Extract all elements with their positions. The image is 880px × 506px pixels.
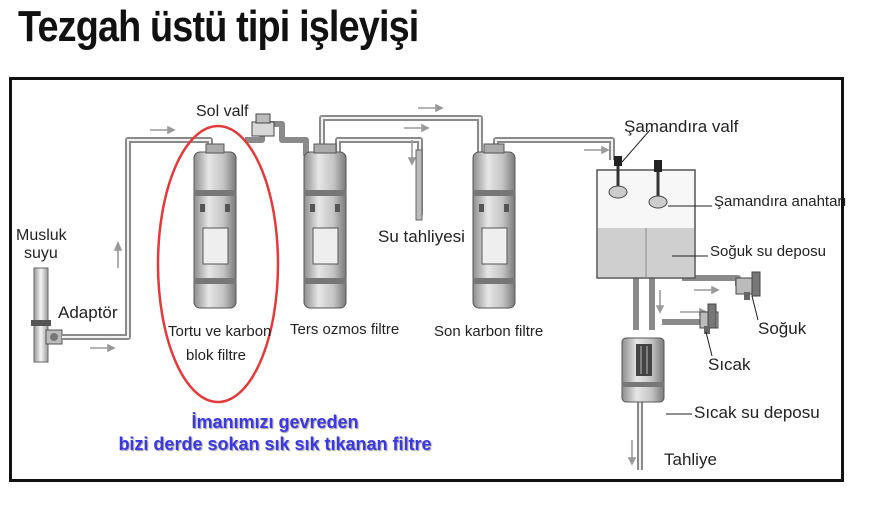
post-carbon-filter [472,143,516,309]
hot-water-tank [621,337,665,403]
filter3-label: Son karbon filtre [434,323,544,340]
leader-lines [621,129,759,415]
highlight-ellipse [156,124,280,404]
filter1-label-line2: blok filtre [186,347,247,364]
cold-tap [735,271,761,300]
adapter-label: Adaptör [58,303,118,322]
cold-water-tank [596,169,696,279]
sediment-carbon-filter [193,143,237,309]
water-drain-label: Su tahliyesi [378,227,465,246]
tap-water-label-line1: Musluk [16,227,67,244]
float-switch [648,160,668,209]
filter2-label: Ters ozmos filtre [290,321,400,338]
annotation-line2: bizi derde sokan sık sık tıkanan filtre [118,433,432,454]
page-title: Tezgah üstü tipi işleyişi [18,2,419,51]
hot-label: Sıcak [708,355,751,374]
hot-tap [699,303,719,334]
cold-label: Soğuk [758,319,807,338]
annotation-line1: İmanımızı gevreden [191,412,359,432]
float-valve [608,156,628,199]
filter1-label-line1: Tortu ve karbon [168,323,272,340]
solenoid-valve [251,113,275,137]
adapter [45,329,63,345]
tap-water-label-line2: suyu [24,245,58,262]
diagram-frame [9,77,844,482]
drain-label: Tahliye [664,450,717,469]
float-switch-label: Şamandıra anahtarı [714,193,847,210]
solenoid-valve-label: Sol valf [196,103,249,120]
tap-water-pipe [31,267,51,363]
annotation-note: İmanımızı gevreden bizi derde sokan sık … [40,412,510,455]
cold-tank-label: Soğuk su deposu [710,243,826,260]
float-valve-label: Şamandıra valf [624,117,739,136]
reverse-osmosis-filter [303,143,347,309]
flow-arrows [90,103,720,466]
hot-tank-label: Sıcak su deposu [694,403,820,422]
drain-pipe [415,149,423,221]
